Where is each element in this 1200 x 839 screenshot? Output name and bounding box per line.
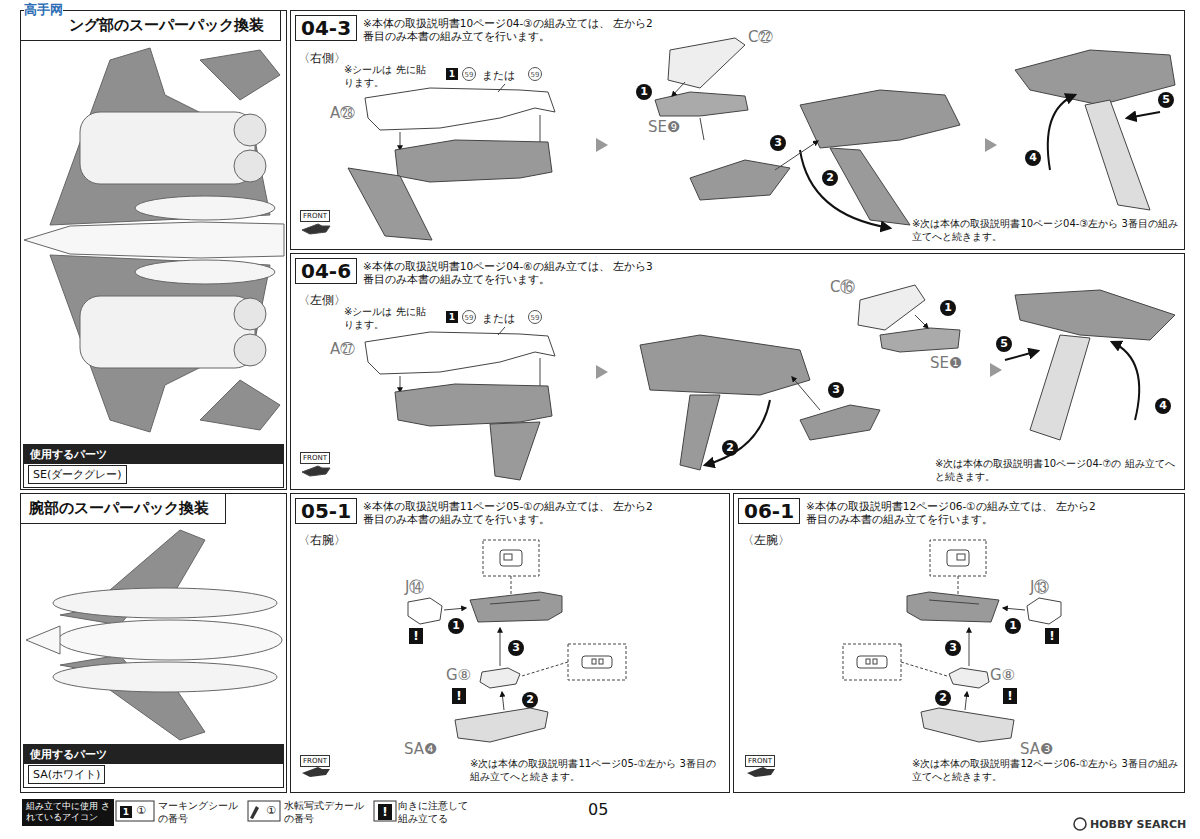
side-label: 〈左腕〉 [742,532,790,549]
front-icon: FRONT [300,452,330,464]
step-number: 06-1 [738,498,800,524]
note-text: ※シールは 先に貼ります。 [344,64,432,89]
caution-icon: ! [378,804,392,820]
sticker-number: 1 [446,311,458,323]
part-number: SA❹ [404,740,438,758]
instruction-note: ※本体の取扱説明書10ページ04-③の組み立ては、 左から2番目のみ本書の組み立… [363,17,663,43]
side-label: 〈右腕〉 [298,532,346,549]
step-number: 2 [722,440,738,456]
note-text: 水転写式デカール の番号 [284,800,364,825]
icon-legend-heading: 組み立て中に使用 されているアイコン [22,799,114,826]
aircraft-arm-view [26,530,282,740]
parts-color: SA(ホワイト) [28,765,105,784]
sticker-number: 1 [446,68,458,80]
part-number: G⑧ [990,666,1015,684]
parts-heading: 使用するパーツ [24,745,283,764]
step-number: 04-3 [295,15,357,41]
parts-box: 使用するパーツSA(ホワイト) [23,744,284,788]
side-label: 〈左側〉 [298,292,346,309]
part-number: C㉒ [748,28,773,46]
note-text: ※次は本体の取扱説明書10ページ04-③左から 3番目の組み立てへと続きます。 [912,218,1182,243]
part-number: SA❸ [1020,740,1054,758]
note-text: マーキングシール の番号 [158,800,238,825]
step-number: 4 [1155,398,1171,414]
plain-text: または [482,68,515,83]
circled-number: 59 [462,67,476,81]
wing-left-steps [302,285,1175,480]
note-text: ※次は本体の取扱説明書11ページ05-①左から 3番目の組み立てへと続きます。 [470,758,725,783]
front-icon: FRONT [745,755,775,767]
step-number: 1 [636,84,652,100]
page-number: 05 [588,800,608,819]
sticker-number: 1 [120,806,132,818]
note-text: 向きに注意して 組み立てる [398,800,478,825]
parts-box: 使用するパーツSE(ダークグレー) [23,444,284,488]
part-number: A㉗ [330,340,355,358]
side-label: 〈右側〉 [298,50,346,67]
step-number: 2 [522,692,538,708]
watermark: 高手网 [24,1,63,19]
step-number: 1 [1005,618,1021,634]
note-text: ※次は本体の取扱説明書12ページ06-①左から 3番目の組み立てへと続きます。 [912,758,1182,783]
step-number: 04-6 [295,258,357,284]
step-number: 3 [828,382,844,398]
part-number: G⑧ [446,666,471,684]
wing-right-steps [302,38,1175,240]
part-number: C⑯ [830,278,855,297]
caution-icon: ! [409,628,423,644]
parts-color: SE(ダークグレー) [28,465,127,484]
section-title: 腕部のスーパーパック換装 [21,494,226,524]
note-text: ※シールは 先に貼ります。 [344,306,432,331]
instruction-note: ※本体の取扱説明書11ページ05-①の組み立ては、 左から2番目のみ本書の組み立… [363,500,663,526]
note-text: ※次は本体の取扱説明書10ページ04-⑦の 組み立てへと続きます。 [935,458,1183,483]
step-number: 1 [940,300,956,316]
step-number: 05-1 [295,498,357,524]
plain-text: ① [136,804,146,817]
step-number: 4 [1025,150,1041,166]
aircraft-top-view [24,48,284,432]
step-number: 3 [770,135,786,151]
part-number: A㉘ [330,104,355,122]
step-number: 1 [448,618,464,634]
step-panel: 04-3※本体の取扱説明書10ページ04-③の組み立ては、 左から2番目のみ本書… [290,10,1185,250]
instruction-note: ※本体の取扱説明書12ページ06-①の組み立ては、 左から2番目のみ本書の組み立… [806,500,1106,526]
section-panel: ング部のスーパーパック換装使用するパーツSE(ダークグレー) [20,10,287,490]
circled-number: 59 [462,310,476,324]
part-number: SE❶ [930,354,962,372]
step-number: 3 [508,640,524,656]
part-number: J⑭ [405,578,424,597]
step-number: 2 [935,690,951,706]
section-panel: 腕部のスーパーパック換装使用するパーツSA(ホワイト) [20,493,287,793]
caution-icon: ! [452,688,466,704]
plain-text: ① [266,804,276,817]
circled-number: 59 [528,310,542,324]
step-number: 5 [996,336,1012,352]
step-number: 5 [1158,92,1174,108]
step-number: 3 [945,640,961,656]
instruction-note: ※本体の取扱説明書10ページ04-⑥の組み立ては、 左から3番目のみ本書の組み立… [363,260,663,286]
step-panel: 04-6※本体の取扱説明書10ページ04-⑥の組み立ては、 左から3番目のみ本書… [290,253,1185,490]
arm-steps [408,540,626,742]
part-number: J⑬ [1030,578,1049,597]
front-icon: FRONT [300,755,330,767]
plain-text: または [482,311,515,326]
step-number: 2 [822,170,838,186]
caution-icon: ! [1003,688,1017,704]
caution-icon: ! [1045,628,1059,644]
circled-number: 59 [528,67,542,81]
parts-heading: 使用するパーツ [24,445,283,464]
part-number: SE❾ [648,118,680,136]
watermark: HOBBY SEARCH [1090,818,1186,831]
front-icon: FRONT [300,210,330,222]
